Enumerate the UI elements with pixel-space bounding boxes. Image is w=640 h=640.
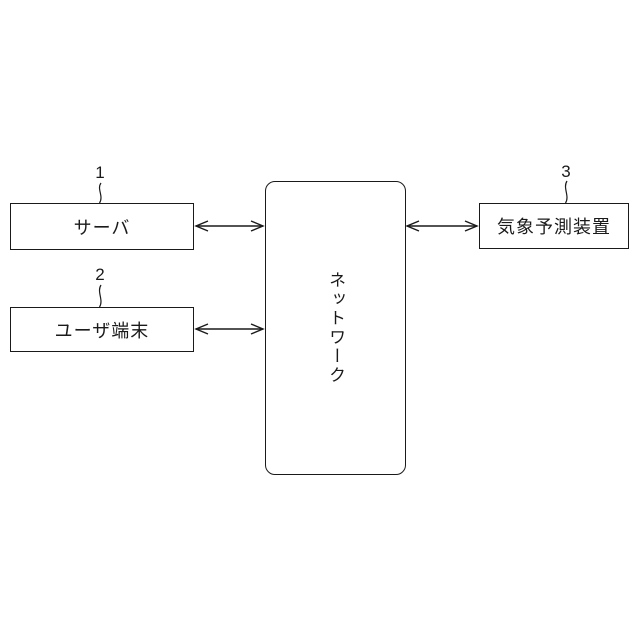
user-terminal-box-label: ユーザ端末 (54, 320, 150, 341)
network-box-label: ネットワーク (326, 271, 345, 385)
leader-line-ref-1 (98, 182, 102, 204)
user-terminal-box: ユーザ端末 (10, 307, 194, 352)
ref-label-server: 1 (95, 163, 105, 182)
ref-label-weather-device: 3 (561, 162, 571, 181)
server-box: サーバ (10, 203, 194, 250)
arrow-server-network (194, 220, 265, 232)
arrow-network-weather-device (405, 220, 479, 232)
weather-device-box: 気象予測装置 (479, 203, 629, 249)
ref-label-user-terminal: 2 (95, 265, 105, 284)
arrow-user-terminal-network (194, 323, 265, 335)
network-box: ネットワーク (265, 181, 406, 475)
leader-line-ref-2 (98, 284, 102, 308)
server-box-label: サーバ (73, 217, 131, 238)
weather-device-box-label: 気象予測装置 (497, 217, 611, 237)
leader-line-ref-3 (564, 180, 568, 204)
